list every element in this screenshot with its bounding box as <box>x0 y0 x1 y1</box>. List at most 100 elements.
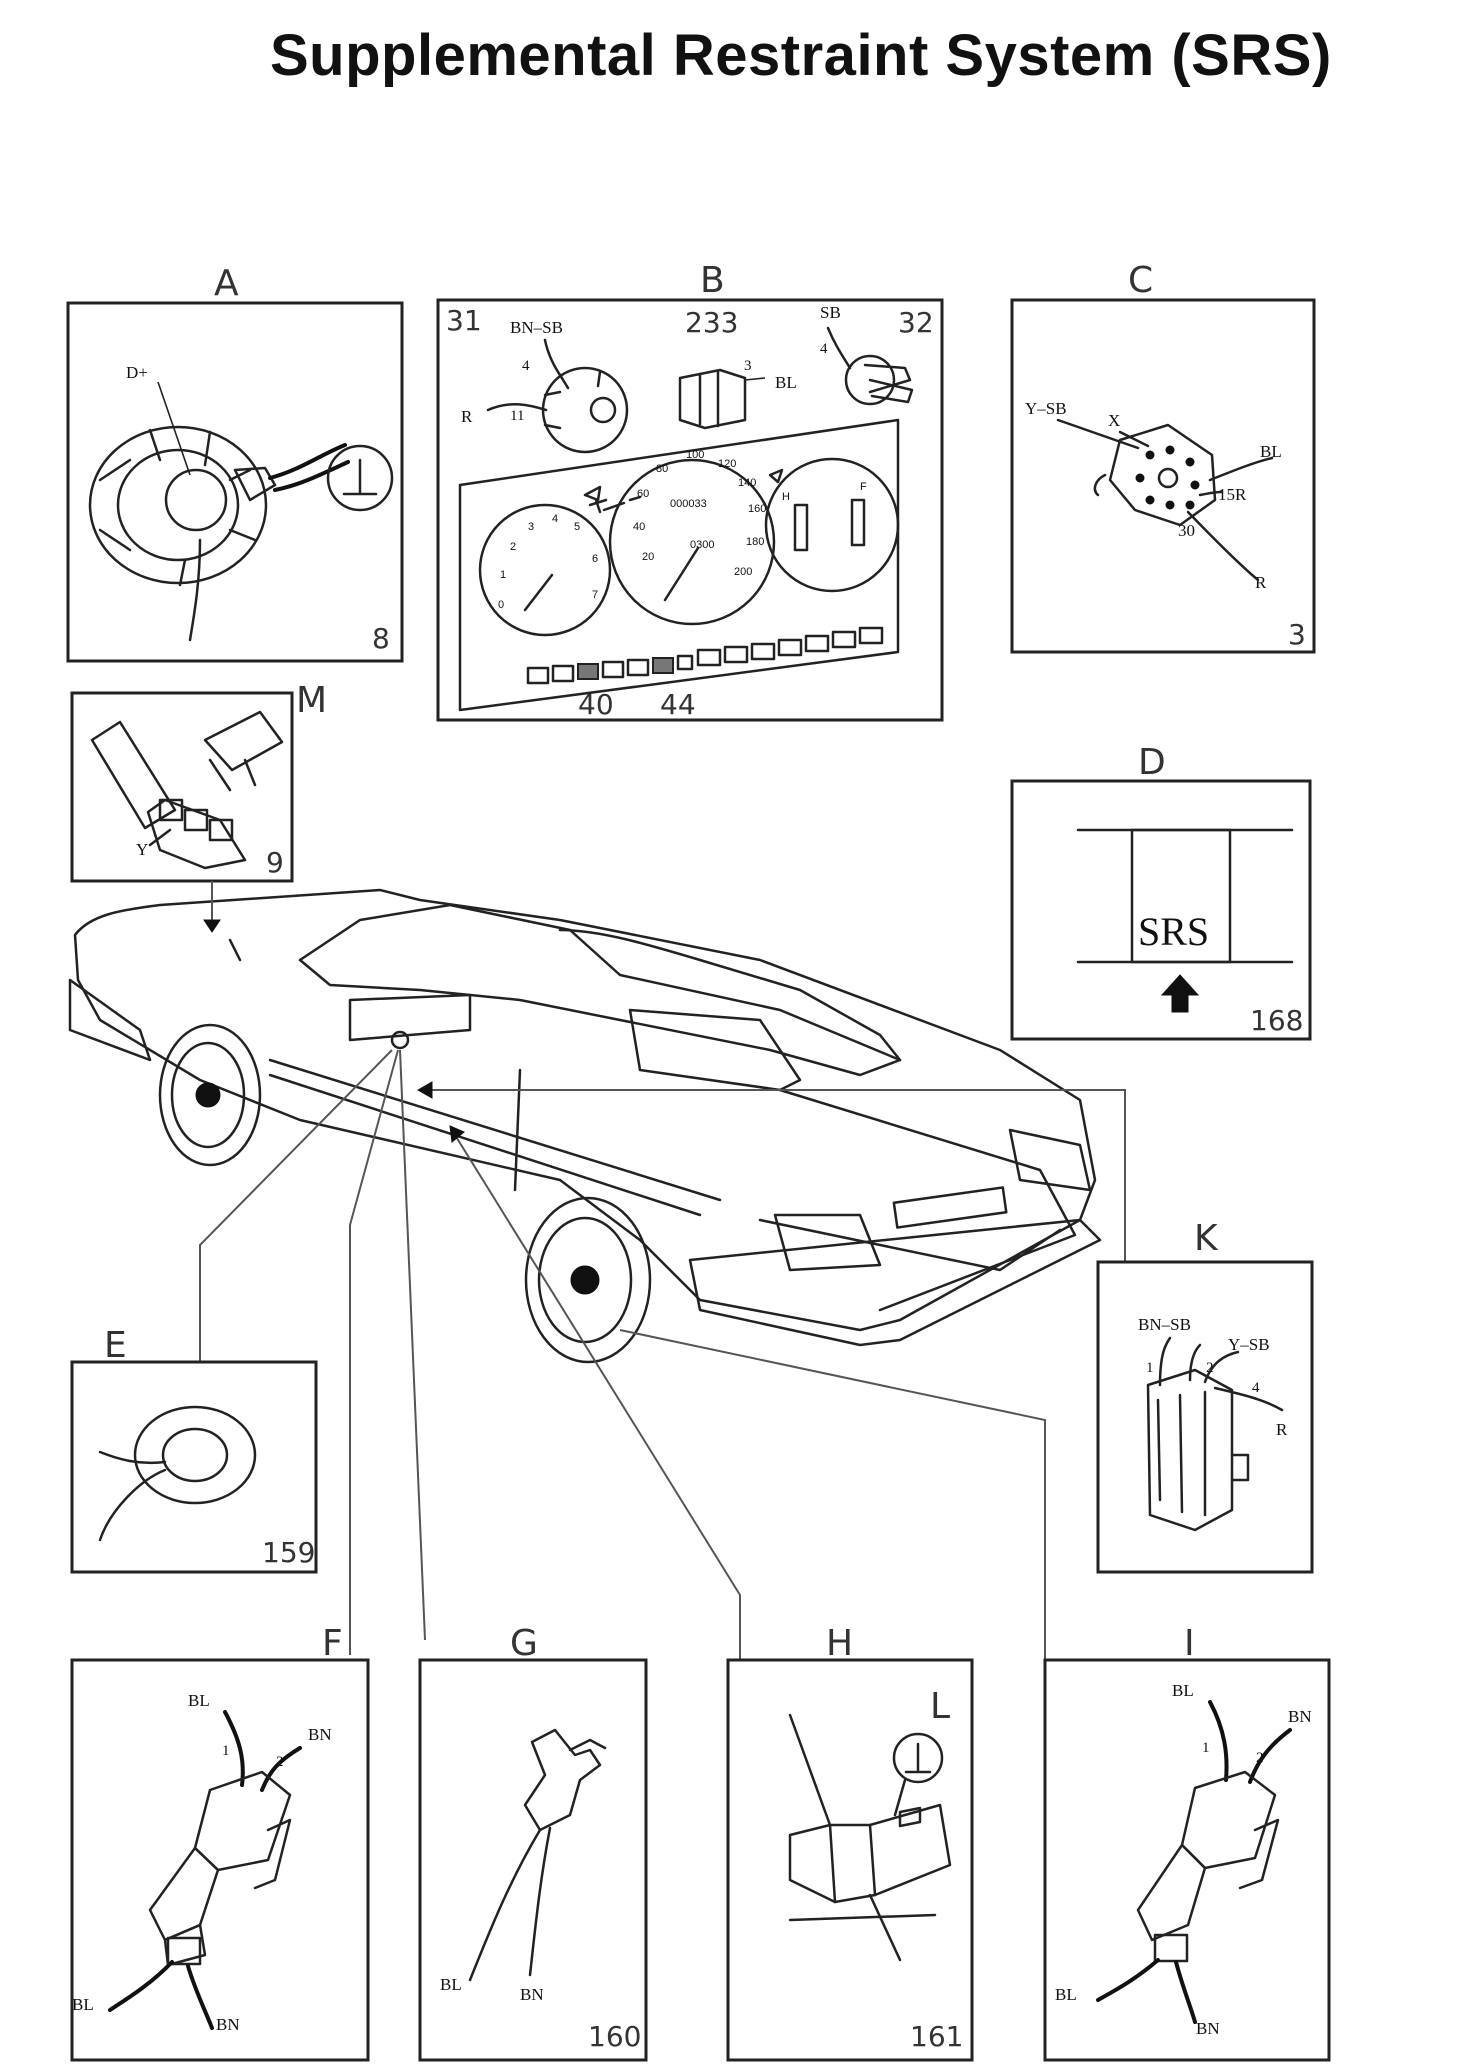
panel-k-frame <box>1096 1260 1314 1574</box>
panel-g: G BL BN 160 <box>418 1623 648 2062</box>
panel-f-bn-top-label: BN <box>308 1725 332 1744</box>
panel-k-pin-4: 4 <box>1252 1380 1260 1396</box>
bulb-holder-32-icon <box>826 326 914 406</box>
temp-gauge-h: H <box>782 491 790 503</box>
warning-lamp-40 <box>577 663 599 680</box>
instrument-cluster-icon: 100 120 140 160 180 200 80 60 40 20 0000… <box>458 418 900 712</box>
speedometer-dial <box>608 458 776 626</box>
panel-c-x-label: X <box>1108 411 1120 430</box>
relay-box-icon <box>90 710 284 870</box>
panel-i-bn-bot-label: BN <box>1196 2019 1220 2038</box>
panel-d-ref: 168 <box>1250 1004 1303 1037</box>
speedo-tick-60: 60 <box>637 488 649 500</box>
panel-m-y-label: Y <box>136 840 148 859</box>
tacho-tick-0: 0 <box>498 599 504 611</box>
panel-f: F BL BN 1 2 BL BN <box>70 1623 370 2062</box>
panel-h-letter: H <box>826 1623 853 1664</box>
bulb-holder-31-icon <box>486 338 629 454</box>
panel-e-ref: 159 <box>262 1536 315 1569</box>
panel-c-frame <box>1010 298 1316 654</box>
panel-e-letter: E <box>104 1325 127 1366</box>
panel-b-pin-4b: 4 <box>820 341 828 357</box>
car-illustration <box>68 888 1102 1364</box>
panel-b-ref-40: 40 <box>578 688 614 721</box>
panel-k-r-label: R <box>1276 1420 1288 1439</box>
panel-i-bn-top-label: BN <box>1288 1707 1312 1726</box>
panel-h-ref: 161 <box>910 2020 963 2053</box>
panel-a-ref: 8 <box>372 622 390 655</box>
panel-c: C Y–SB X BL 15R 30 R 3 <box>1010 260 1316 654</box>
tacho-tick-5: 5 <box>574 521 580 533</box>
panel-c-ref: 3 <box>1288 618 1306 651</box>
panel-d-frame <box>1010 779 1312 1041</box>
panel-d-letter: D <box>1138 742 1166 783</box>
panel-a-frame <box>66 301 404 663</box>
panel-a-letter: A <box>214 263 239 304</box>
speedo-tick-80: 80 <box>656 463 668 475</box>
panel-f-letter: F <box>322 1623 343 1664</box>
panel-h: H L 161 <box>726 1623 974 2062</box>
panel-k-letter: K <box>1194 1218 1219 1259</box>
tacho-tick-4: 4 <box>552 513 558 525</box>
panel-k-pin-2: 2 <box>1206 1360 1214 1376</box>
panel-k: K BN–SB Y–SB R 1 2 4 <box>1096 1218 1314 1574</box>
ground-point-icon <box>892 1732 944 1817</box>
panel-c-y-sb-label: Y–SB <box>1025 399 1067 418</box>
ground-symbol-icon <box>326 444 394 512</box>
panel-c-bl-label: BL <box>1260 442 1282 461</box>
panel-a: A D+ 8 <box>66 263 404 663</box>
panel-b: B 31 233 32 BN–SB 4 R 11 3 BL SB 4 <box>436 260 944 722</box>
panel-g-bn-label: BN <box>520 1985 544 2004</box>
panel-i-letter: I <box>1184 1623 1195 1664</box>
panel-g-letter: G <box>510 1623 538 1664</box>
speedo-tick-100: 100 <box>686 449 704 461</box>
grommet-icon <box>98 1405 257 1542</box>
page-title: Supplemental Restraint System (SRS) <box>270 23 1332 88</box>
tacho-tick-2: 2 <box>510 541 516 553</box>
panel-m: M Y 9 <box>70 680 327 883</box>
speedo-tick-140: 140 <box>738 477 756 489</box>
panel-g-frame <box>418 1658 648 2062</box>
srs-fuse-slot <box>1130 828 1232 964</box>
panel-a-dplus-label: D+ <box>126 363 148 382</box>
panel-b-pin-11: 11 <box>510 408 524 424</box>
srs-control-unit-icon <box>788 1713 952 1962</box>
panel-c-letter: C <box>1128 260 1153 301</box>
panel-k-bn-sb-label: BN–SB <box>1138 1315 1191 1334</box>
panel-i-frame <box>1043 1658 1331 2062</box>
panel-h-frame <box>726 1658 974 2062</box>
tripmeter-reading: 0300 <box>690 539 714 551</box>
up-arrow-icon <box>1160 974 1200 1013</box>
panel-g-ref: 160 <box>588 2020 641 2053</box>
panel-b-r-label: R <box>461 407 473 426</box>
speedo-tick-180: 180 <box>746 536 764 548</box>
panel-k-y-sb-label: Y–SB <box>1228 1335 1270 1354</box>
panel-k-pin-1: 1 <box>1146 1360 1154 1376</box>
panel-b-sb-label: SB <box>820 303 841 322</box>
panel-f-bl-top-label: BL <box>188 1691 210 1710</box>
panel-b-ref-32: 32 <box>898 306 934 339</box>
connector-i-icon <box>1096 1700 1292 2024</box>
panel-f-bn-bot-label: BN <box>216 2015 240 2034</box>
leader-lines <box>199 881 1126 1660</box>
panel-c-30-label: 30 <box>1178 521 1195 540</box>
panel-b-bl-label: BL <box>775 373 797 392</box>
alternator-icon <box>88 425 350 642</box>
panel-d: D SRS 168 <box>1010 742 1312 1041</box>
panel-b-letter: B <box>700 260 725 301</box>
speedo-tick-20: 20 <box>642 551 654 563</box>
panel-i-pin-1: 1 <box>1202 1740 1210 1756</box>
warning-lamp-44 <box>652 657 674 674</box>
panel-b-pin-3: 3 <box>744 358 752 374</box>
panel-e: E 159 <box>70 1325 318 1574</box>
panel-m-letter: M <box>296 680 327 721</box>
panel-f-bl-bot-label: BL <box>72 1995 94 2014</box>
tachometer-dial <box>478 503 612 637</box>
tacho-tick-3: 3 <box>528 521 534 533</box>
tacho-tick-7: 7 <box>592 589 598 601</box>
connector-g-icon <box>468 1728 607 1982</box>
speedo-tick-40: 40 <box>633 521 645 533</box>
panel-b-pin-4a: 4 <box>522 358 530 374</box>
panel-g-bl-label: BL <box>440 1975 462 1994</box>
